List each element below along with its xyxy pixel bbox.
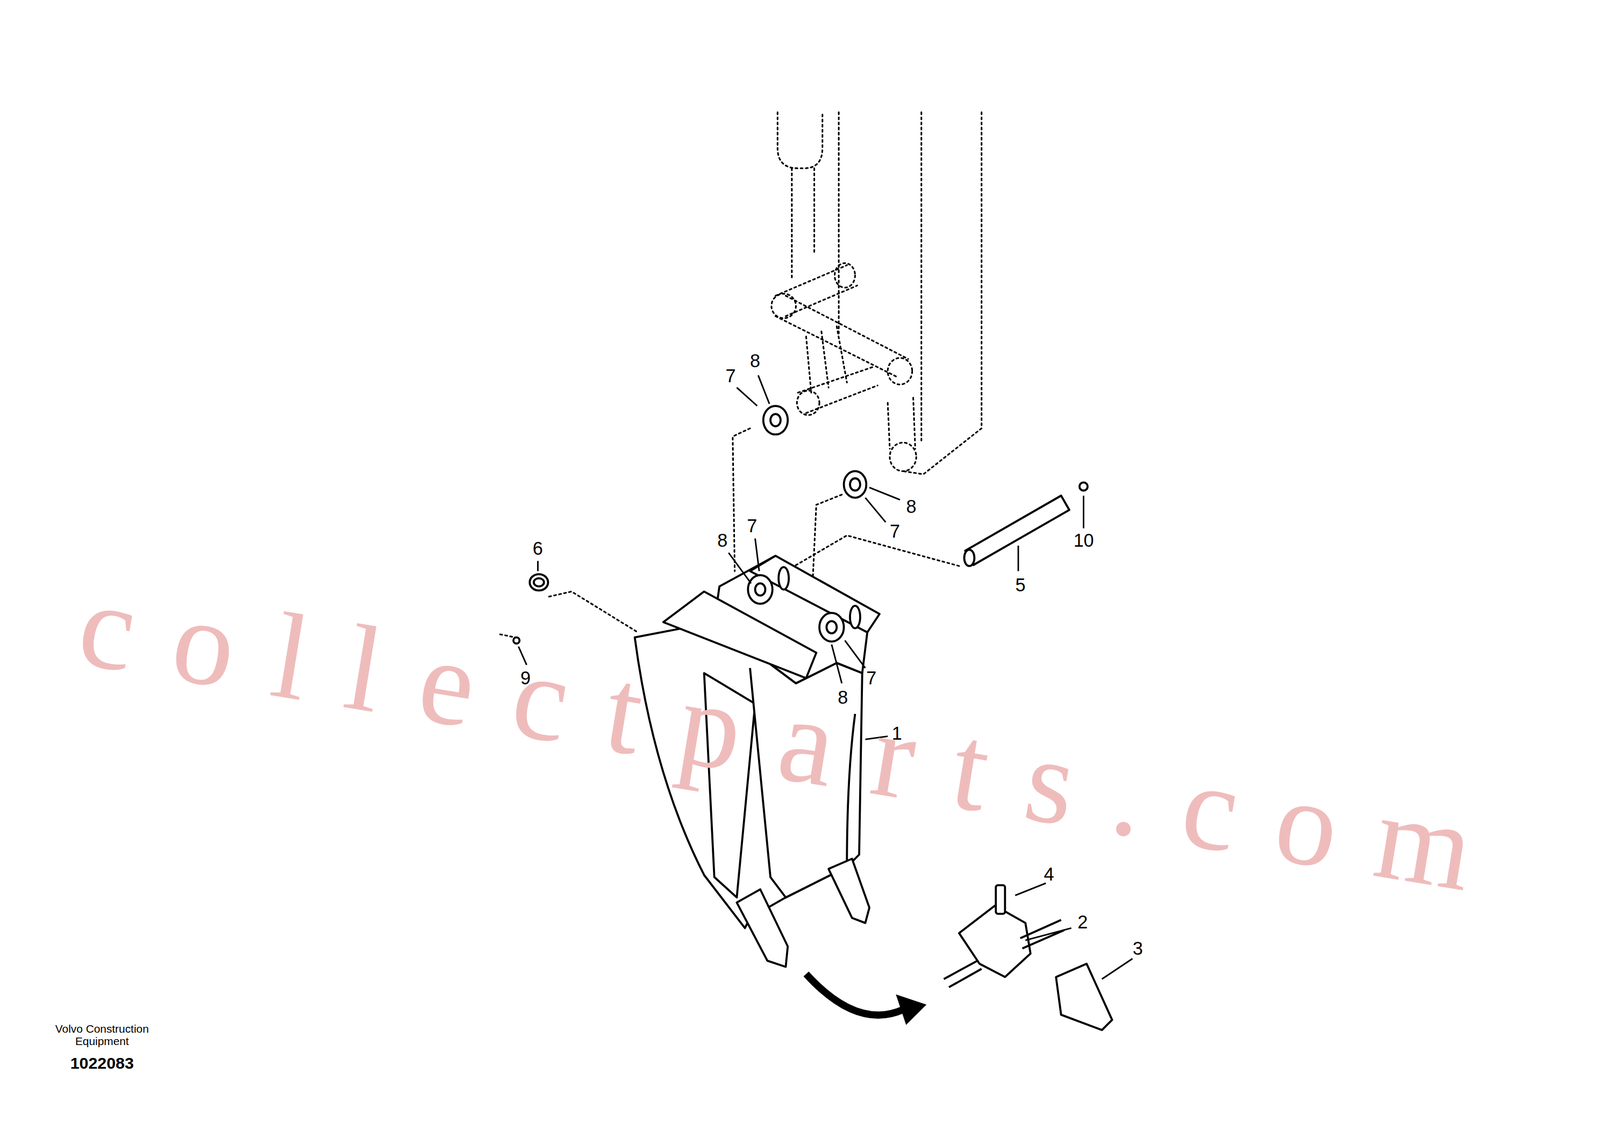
callout-number: 7 [889, 521, 900, 542]
callout-number: 3 [1132, 938, 1144, 960]
drawing-number: 1022083 [70, 1054, 134, 1073]
callout-number: 8 [717, 530, 728, 552]
callout-number: 6 [532, 538, 544, 560]
callout-number: 8 [905, 497, 917, 518]
callout-number: 5 [1015, 575, 1026, 597]
callout-number: 2 [1077, 912, 1088, 933]
maker-note: Volvo Construction Equipment [41, 1023, 163, 1048]
callout-number: 7 [746, 516, 757, 538]
callout-number: 7 [866, 668, 877, 689]
callout-number: 4 [1044, 864, 1055, 885]
callout-number: 7 [725, 366, 736, 388]
callout-number: 10 [1073, 530, 1095, 552]
callout-number: 8 [750, 351, 761, 372]
